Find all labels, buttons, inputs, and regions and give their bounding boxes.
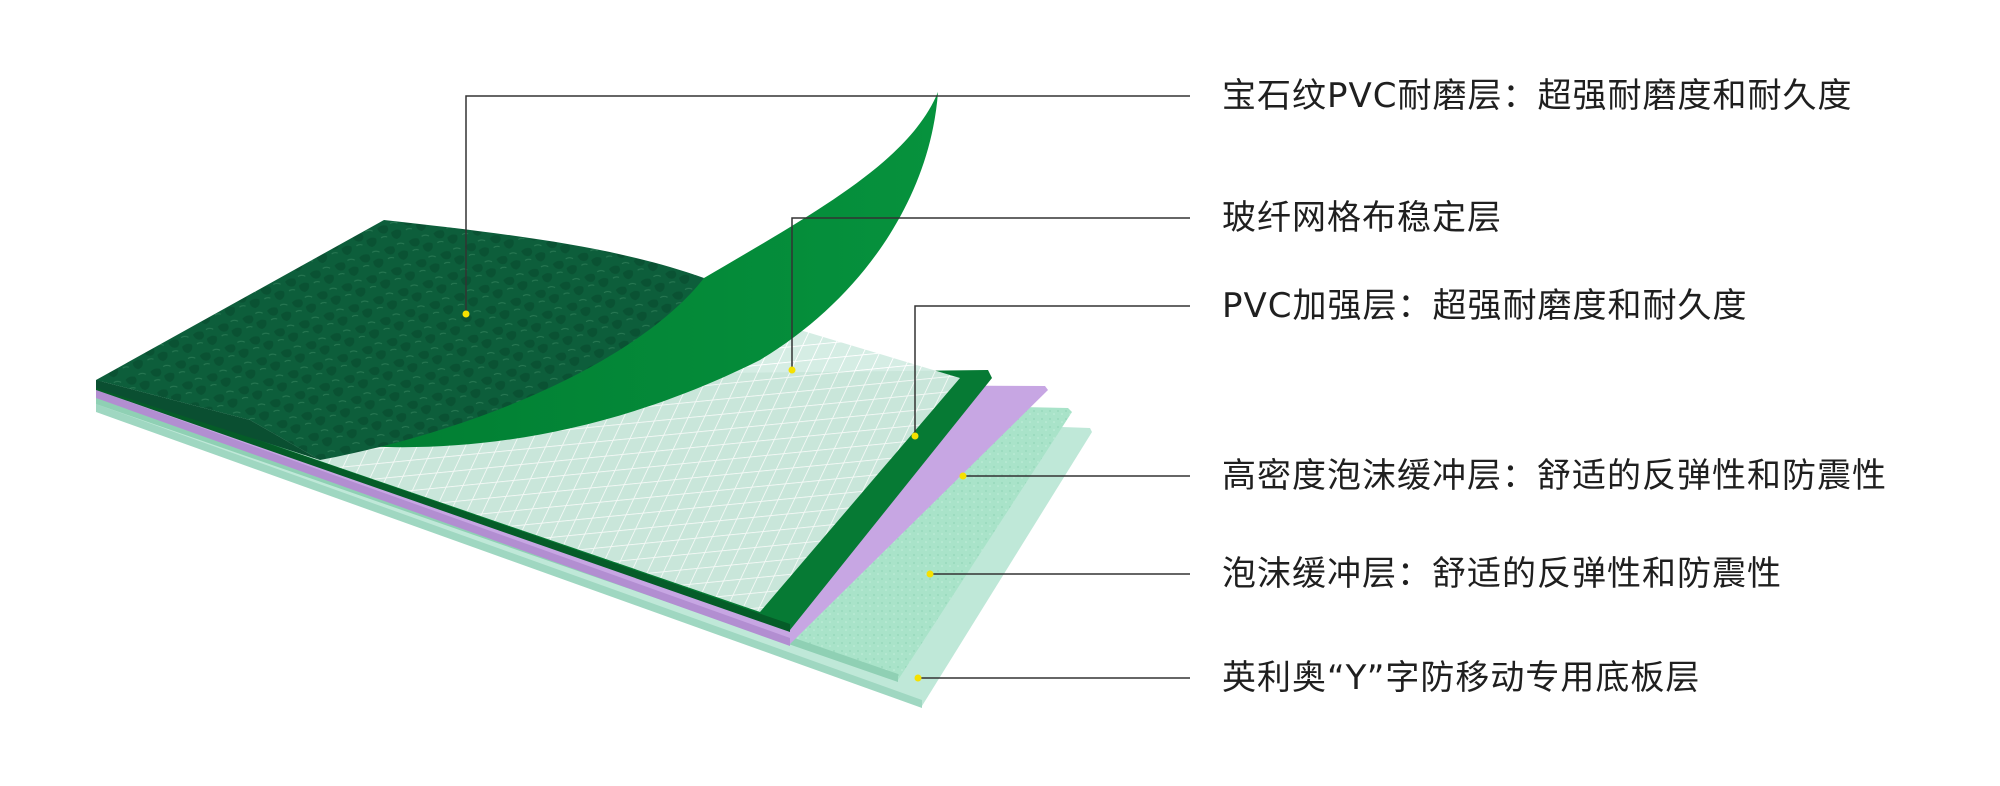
- pvc-reinforce-edge: [96, 384, 790, 632]
- layer-label-fiberglass: 玻纤网格布稳定层: [1222, 198, 1502, 238]
- marker-dot-2: [788, 366, 796, 374]
- layer-label-wear: 宝石纹PVC耐磨层：超强耐磨度和耐久度: [1222, 76, 1853, 116]
- layer-label-foam: 泡沫缓冲层：舒适的反弹性和防震性: [1222, 554, 1782, 594]
- wear-layer-front-edge: [96, 380, 320, 460]
- high-density-foam-edge: [96, 390, 790, 646]
- wear-layer-surface: [96, 220, 704, 460]
- layer-label-base: 英利奥“Y”字防移动专用底板层: [1222, 658, 1701, 698]
- marker-dot-3: [911, 432, 919, 440]
- leader-line-3: [914, 305, 1190, 436]
- layer-label-reinforce: PVC加强层：超强耐磨度和耐久度: [1222, 286, 1748, 326]
- marker-dot-6: [914, 674, 922, 682]
- leader-lines: [465, 95, 1190, 679]
- layer-label-hd-foam: 高密度泡沫缓冲层：舒适的反弹性和防震性: [1222, 456, 1887, 496]
- marker-dots: [462, 310, 967, 682]
- marker-dot-4: [959, 472, 967, 480]
- leader-line-1: [465, 95, 1190, 314]
- base-layer-edge: [96, 404, 922, 708]
- marker-dot-1: [462, 310, 470, 318]
- marker-dot-5: [926, 570, 934, 578]
- leader-line-2: [791, 217, 1190, 370]
